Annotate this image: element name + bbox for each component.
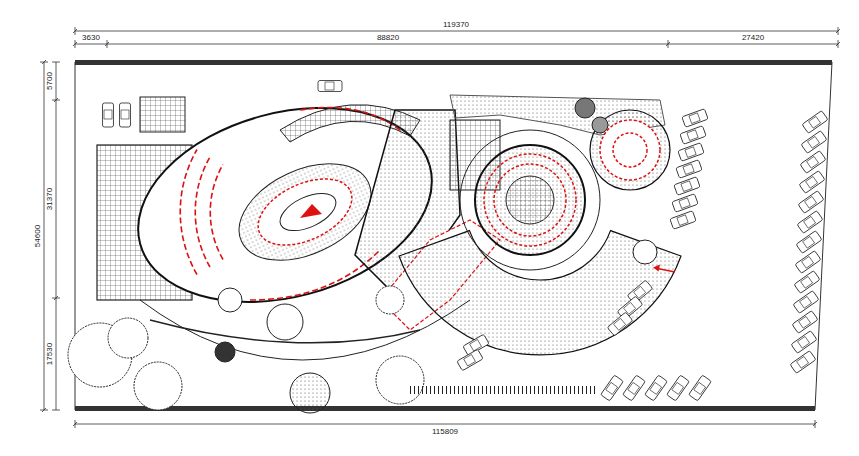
red-ring — [600, 120, 660, 180]
car — [623, 375, 646, 401]
car — [796, 231, 822, 254]
car — [678, 143, 704, 162]
car — [790, 351, 816, 374]
tree — [376, 356, 424, 404]
car — [797, 211, 823, 234]
car — [799, 171, 825, 194]
dimension-label: 3630 — [80, 34, 102, 42]
dimension-lines — [40, 27, 840, 428]
seating-arcs — [180, 108, 400, 301]
car — [680, 126, 706, 145]
dimension-label: 88820 — [375, 34, 401, 42]
car — [645, 375, 668, 401]
tree — [376, 286, 404, 314]
planter — [290, 373, 330, 413]
car — [674, 177, 700, 196]
arrowhead — [653, 265, 660, 272]
dimension-label: 119370 — [441, 21, 471, 29]
dimension-label: 115809 — [430, 428, 460, 436]
dimension-label: 5700 — [46, 70, 54, 92]
car — [601, 375, 624, 401]
dimension-label: 31370 — [46, 186, 54, 212]
dimension-label: 54600 — [34, 223, 42, 249]
red-ring — [248, 165, 362, 258]
inner-ring — [274, 186, 341, 239]
red-arc — [300, 108, 400, 131]
bench-row — [410, 386, 595, 394]
car — [120, 103, 131, 127]
red-mark — [300, 204, 322, 218]
red-arc — [195, 157, 210, 267]
red-ring — [484, 154, 576, 246]
path-curve — [140, 300, 470, 360]
round-core — [506, 176, 554, 224]
dimension-line — [73, 420, 817, 428]
car — [103, 103, 114, 127]
boundary-wall — [75, 60, 832, 65]
red-ring — [613, 133, 647, 167]
car — [672, 194, 698, 213]
red-arc — [180, 150, 197, 275]
tree — [592, 117, 608, 133]
car — [801, 131, 827, 154]
car — [676, 160, 702, 179]
tree — [108, 318, 148, 358]
car — [792, 311, 818, 334]
ring-path — [460, 130, 600, 270]
dimension-line — [73, 40, 840, 48]
red-arc — [210, 165, 223, 260]
car — [791, 331, 817, 354]
car — [670, 211, 696, 230]
car — [689, 375, 712, 401]
dimension-label: 17530 — [46, 341, 54, 367]
car — [802, 111, 828, 134]
car — [795, 251, 821, 274]
car — [793, 291, 819, 314]
kiosk — [218, 288, 242, 312]
red-ring — [494, 164, 566, 236]
tree — [575, 98, 595, 118]
round-plaza — [590, 110, 670, 190]
entry-circle — [633, 240, 657, 264]
boundary-line — [75, 62, 832, 410]
car — [607, 312, 632, 336]
car — [457, 349, 483, 371]
round-building — [475, 145, 585, 255]
dimension-label: 27420 — [740, 34, 766, 42]
kiosk — [267, 304, 303, 340]
car — [318, 81, 342, 92]
car — [794, 271, 820, 294]
car — [800, 151, 826, 174]
building-block — [140, 97, 185, 132]
tree — [134, 362, 182, 410]
car — [682, 109, 708, 128]
kiosk — [215, 342, 235, 362]
boundary-wall — [75, 406, 815, 411]
car — [798, 191, 824, 214]
car — [667, 375, 690, 401]
